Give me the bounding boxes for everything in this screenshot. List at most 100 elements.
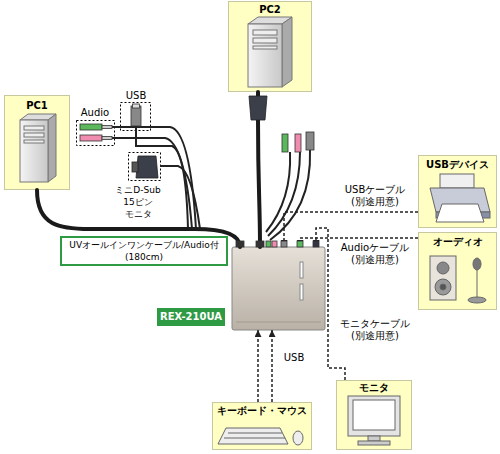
device-panel [229,2,312,92]
monitor-icon [358,441,390,445]
switch-body [300,284,303,300]
audio-plug [80,135,102,141]
switch-body [236,322,321,323]
connector-name: ミニD-Sub 15ピン モニタ [112,184,164,220]
speaker-icon [477,268,478,298]
audio-plug [80,124,301,152]
monitor-icon [348,396,400,436]
switch-body [300,262,303,278]
audio-plug [80,124,102,130]
audio-plug [102,126,112,129]
port [281,241,287,247]
dsub-plug [132,96,267,178]
port [297,241,303,247]
cable-note: モニタケーブル (別途用意) [334,318,416,342]
connector-name: USB [119,90,153,102]
dashed-cable [257,330,259,402]
monitor-icon [348,396,400,445]
plug-frame [129,153,161,181]
plug-wire [112,126,310,240]
port [313,241,319,247]
connector-name: USB [280,352,308,364]
plug-wire [160,166,200,229]
plug-wire [266,152,290,232]
keyboard-icon [218,428,303,445]
device-panel [5,96,70,190]
pc-tower [253,46,277,49]
usb-plug [306,132,314,150]
device-box: モニタ [336,380,412,450]
pc-tower [282,17,292,87]
keyboard-icon [218,428,288,444]
port [256,241,264,247]
plug-frame [77,121,115,146]
keyboard-icon [293,431,303,445]
node-label: オーディオ [421,236,494,248]
printer-icon [440,174,474,188]
node-label: PC2 [231,4,309,16]
cable-note: USBケーブル (別途用意) [334,184,416,208]
computer-box: PC1 [4,95,70,190]
monitor-icon [353,400,395,430]
node-label: モニタ [339,382,409,394]
audio-plug [295,134,301,152]
keyboard-icon [228,433,282,434]
speaker-icon [437,262,449,274]
usb-plug [131,106,141,126]
port [236,241,319,247]
printer-icon [430,174,490,222]
plug-wire [270,150,310,240]
computer-box: PC2 [228,1,312,92]
device-panel [419,156,497,228]
pc-tower [248,24,282,87]
device-box: オーディオ [418,232,497,310]
speaker-icon [430,256,486,303]
speaker-icon [435,279,451,295]
cable-note: Audioケーブル (別途用意) [334,242,416,266]
node-label: PC1 [7,100,67,112]
node-label: USBデバイス [421,159,494,171]
cable-label-box: UVオールインワンケーブル/Audio付 (180cm) [60,236,228,266]
usb-plug [133,104,140,108]
pc-tower [253,30,277,35]
plug-wire [112,138,192,229]
pc-tower [24,140,44,143]
dashed-cable [271,330,273,402]
device-panel [213,403,312,450]
pc-tower [20,120,48,182]
switch-box: REX-210UA [232,247,325,330]
device-panel [337,381,412,450]
dsub-plug [249,96,267,120]
dashed-cable [316,228,345,380]
plug-wire [112,127,196,229]
switch-body [232,247,325,330]
port [272,241,277,247]
switch-body [232,247,325,330]
dsub-plug [132,162,138,172]
device-box: USBデバイス [418,155,497,228]
speaker-icon [430,256,456,300]
port [266,241,271,247]
port [236,241,244,247]
monitor-icon [368,436,380,441]
pc-tower [24,126,44,130]
printer-icon [436,204,484,222]
pc-tower [253,38,277,43]
node-label: UVオールインワンケーブル/Audio付 (180cm) [65,239,223,263]
speaker-icon [440,284,446,290]
speaker-icon [473,258,481,270]
speaker-icon [468,297,486,303]
device-box: キーボード・マウス [212,402,312,450]
keyboard-icon [224,438,285,439]
audio-plug [282,134,288,152]
dashed-cable [284,212,418,247]
connector-name: Audio [74,107,116,119]
device-panel [419,233,497,310]
node-label: キーボード・マウス [215,405,309,417]
dsub-plug [136,156,158,178]
usb-plug [131,104,314,150]
audio-plug [102,137,112,140]
